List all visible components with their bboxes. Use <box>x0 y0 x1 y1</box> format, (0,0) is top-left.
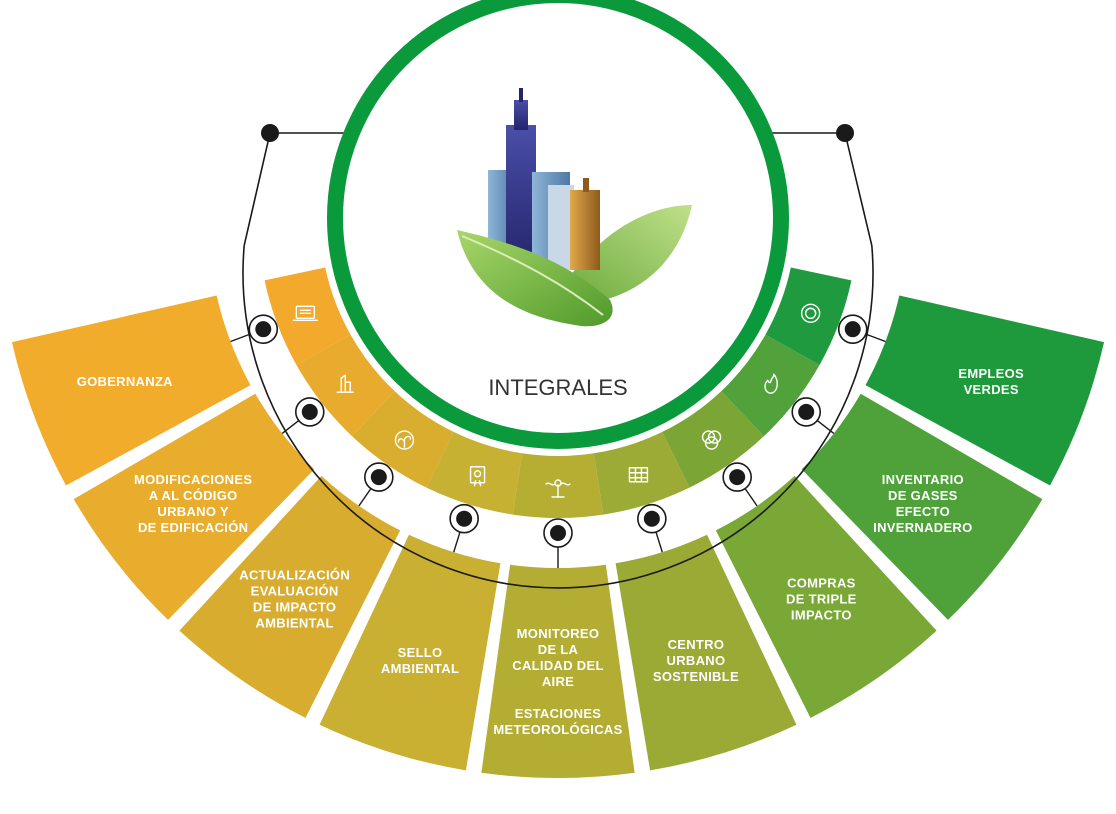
segment-label-line: VERDES <box>964 382 1019 397</box>
segment-label-line: MODIFICACIONES <box>134 472 252 487</box>
segment-centro <box>615 534 797 771</box>
connector-node-dot <box>370 469 387 486</box>
inner-segment-empleos <box>765 267 852 365</box>
segment-label-line: DE LA <box>538 642 579 657</box>
segment-label-line: INVERNADERO <box>873 520 972 535</box>
segment-label-line: IMPACTO <box>791 608 852 623</box>
center-title: INTEGRALES <box>488 375 627 400</box>
segment-label-line: CALIDAD DEL <box>512 658 603 673</box>
flame-icon <box>764 373 778 394</box>
connector-node-dot <box>550 525 566 541</box>
segment-label-line: INVENTARIO <box>882 472 964 487</box>
certificate-icon <box>469 466 486 487</box>
segment-label-line: METEOROLÓGICAS <box>493 722 622 737</box>
connector-spoke <box>281 420 300 435</box>
connector-node-dot <box>456 510 473 527</box>
connector-spoke <box>865 333 886 343</box>
segment-actualizacion <box>179 475 401 718</box>
connector-node-dot <box>255 321 272 338</box>
seedling-icon <box>394 430 415 450</box>
segment-label-line: EFECTO <box>896 504 950 519</box>
connector-spoke <box>230 333 251 343</box>
segment-label-line: DE TRIPLE <box>786 592 857 607</box>
segment-label-line: ACTUALIZACIÓN <box>239 568 350 583</box>
segment-label-line: URBANO Y <box>157 504 229 519</box>
segment-label-gobernanza: GOBERNANZA <box>77 374 173 389</box>
triple-circle-icon <box>701 430 722 450</box>
segment-empleos <box>865 295 1105 486</box>
segment-gobernanza <box>11 295 251 486</box>
outer-segments <box>11 295 1105 778</box>
connector-dot <box>261 124 279 142</box>
city-leaf-icon <box>457 88 692 327</box>
segment-label-line: EVALUACIÓN <box>251 584 339 599</box>
segment-inventario <box>801 393 1043 620</box>
segment-label-line: COMPRAS <box>787 576 856 591</box>
connector-spoke <box>816 420 835 435</box>
segment-monitoreo <box>481 564 635 778</box>
connector-spoke <box>453 531 461 553</box>
weather-station-icon <box>545 479 571 498</box>
connector-node-dot <box>729 469 746 486</box>
segment-label-line: GOBERNANZA <box>77 374 173 389</box>
segment-label-line: AMBIENTAL <box>381 661 459 676</box>
inner-segment-compras <box>662 391 764 488</box>
segment-label-line: SELLO <box>398 645 443 660</box>
segment-label-line: URBANO <box>667 653 726 668</box>
segment-compras <box>715 475 937 718</box>
segment-label-line: AIRE <box>542 674 574 689</box>
inner-segment-inventario <box>721 334 820 437</box>
connector-spoke <box>744 488 758 507</box>
segment-label-line: DE GASES <box>888 488 958 503</box>
segment-modificaciones <box>73 393 315 620</box>
segment-sello <box>319 534 501 771</box>
laptop-icon <box>292 305 319 321</box>
segment-label-line: DE IMPACTO <box>253 600 336 615</box>
segment-label-line: EMPLEOS <box>958 366 1024 381</box>
segment-label-line: A AL CÓDIGO <box>149 488 238 503</box>
segment-label-line: CENTRO <box>668 637 725 652</box>
connector-node-dot <box>643 510 660 527</box>
solar-panel-icon <box>628 467 649 483</box>
connector-spoke <box>358 488 372 507</box>
connector-lines <box>230 124 886 589</box>
connector-ring <box>242 245 874 589</box>
segment-label-line: SOSTENIBLE <box>653 669 739 684</box>
inner-segment-gobernanza <box>264 267 351 365</box>
connector-node-dot <box>301 403 318 420</box>
connector-dot <box>836 124 854 142</box>
segment-label-line: AMBIENTAL <box>255 616 333 631</box>
connector-node-dot <box>798 403 815 420</box>
connector-node-dot <box>844 321 861 338</box>
recycle-badge-icon <box>800 303 821 323</box>
segment-label-line: ESTACIONES <box>515 706 602 721</box>
segment-label-line: MONITOREO <box>517 626 600 641</box>
hand-building-icon <box>336 374 354 393</box>
center-hub: INTEGRALES <box>327 0 789 449</box>
segment-label-line: DE EDIFICACIÓN <box>138 520 248 535</box>
connector-spoke <box>655 531 663 553</box>
